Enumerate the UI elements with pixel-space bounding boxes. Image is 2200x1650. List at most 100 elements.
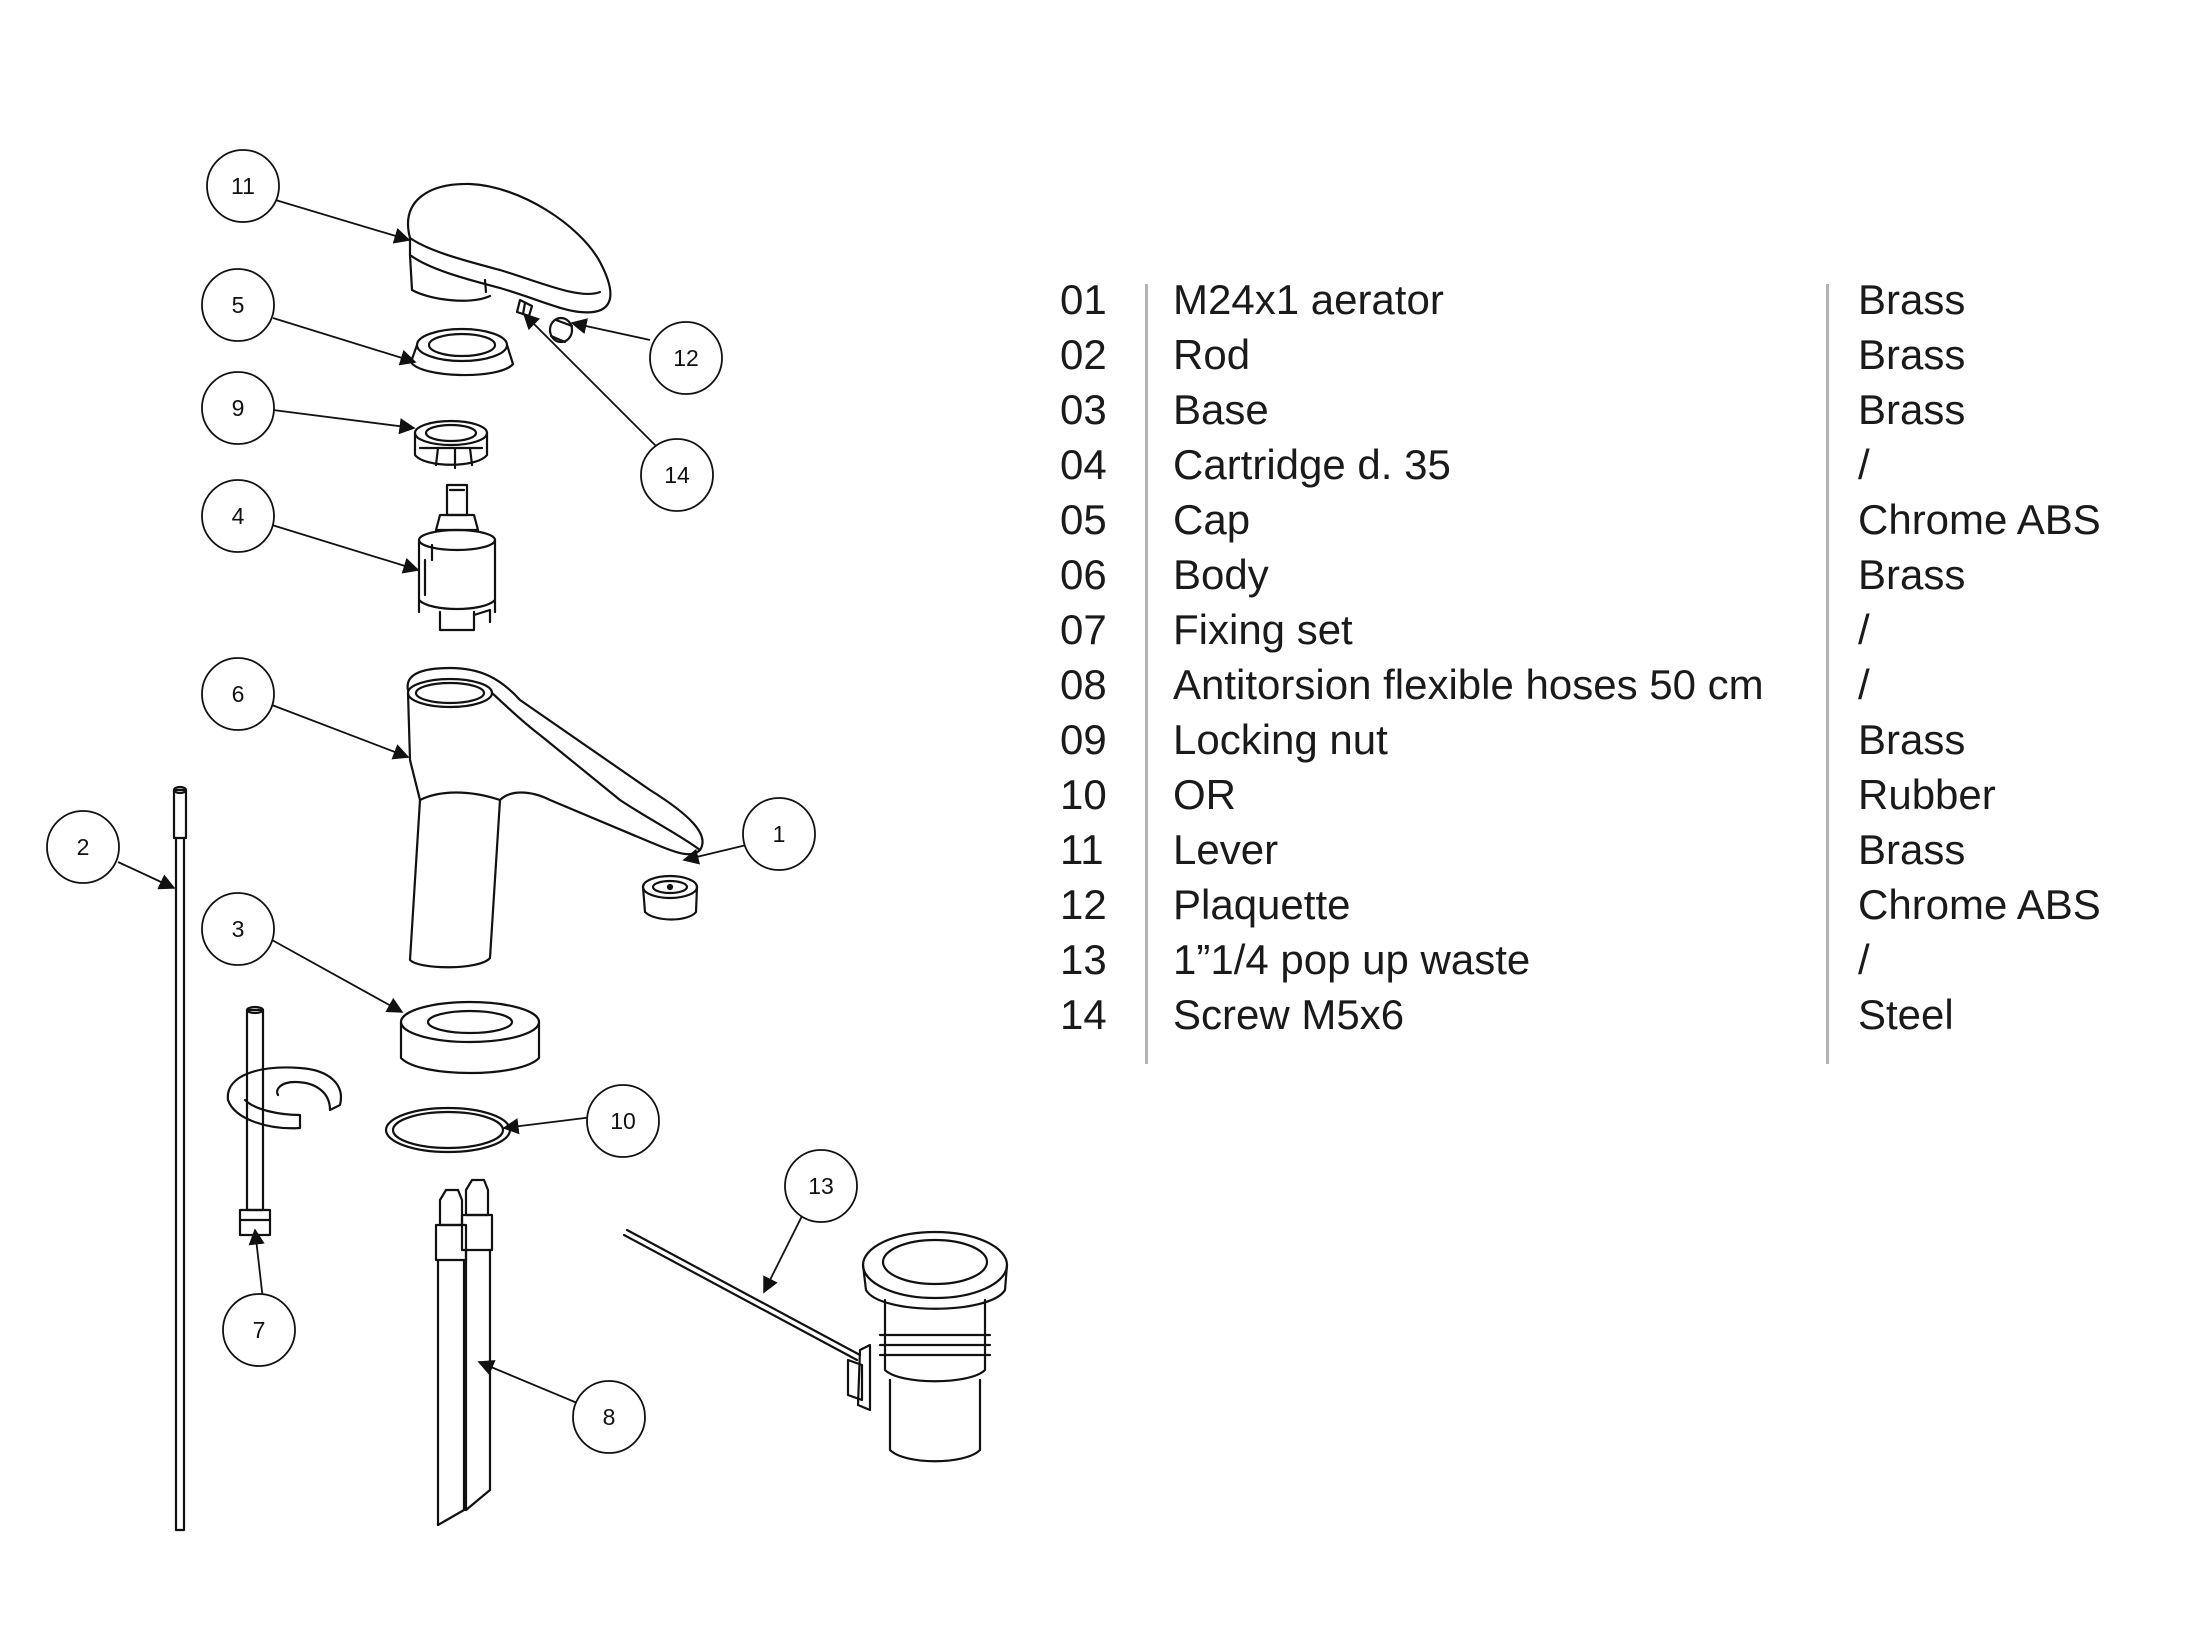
pop-up-waste-part — [622, 1228, 1009, 1463]
part-description: 1”1/4 pop up waste — [1173, 936, 1531, 983]
part-number: 07 — [1060, 606, 1107, 653]
part-number: 06 — [1060, 551, 1107, 598]
callout-14: 14 — [640, 438, 714, 512]
column-divider — [1826, 284, 1829, 1064]
part-row: 12 Plaquette Chrome ABS — [1040, 877, 2170, 932]
part-row: 04 Cartridge d. 35 / — [1040, 437, 2170, 492]
callout-8: 8 — [572, 1380, 646, 1454]
cartridge-part — [417, 483, 497, 632]
callout-13: 13 — [784, 1149, 858, 1223]
part-row: 03 Base Brass — [1040, 382, 2170, 437]
part-material: Chrome ABS — [1858, 881, 2101, 928]
callout-6: 6 — [201, 657, 275, 731]
callout-3: 3 — [201, 892, 275, 966]
svg-text:4: 4 — [232, 503, 245, 529]
part-material: Steel — [1858, 991, 1954, 1038]
part-row: 05 Cap Chrome ABS — [1040, 492, 2170, 547]
part-material: Rubber — [1858, 771, 1996, 818]
part-number: 03 — [1060, 386, 1107, 433]
svg-text:5: 5 — [232, 292, 245, 318]
part-row: 10 OR Rubber — [1040, 767, 2170, 822]
part-description: Body — [1173, 551, 1269, 598]
part-description: Antitorsion flexible hoses 50 cm — [1173, 661, 1764, 708]
part-row: 14 Screw M5x6 Steel — [1040, 987, 2170, 1042]
svg-text:1: 1 — [773, 821, 786, 847]
column-divider — [1145, 284, 1148, 1064]
part-material: Brass — [1858, 331, 1966, 378]
part-description: Cap — [1173, 496, 1251, 543]
part-number: 08 — [1060, 661, 1107, 708]
svg-text:8: 8 — [603, 1404, 616, 1430]
part-row: 11 Lever Brass — [1040, 822, 2170, 877]
part-number: 13 — [1060, 936, 1107, 983]
callout-10: 10 — [586, 1084, 660, 1158]
callout-11: 11 — [206, 149, 280, 223]
part-number: 11 — [1060, 826, 1104, 873]
part-material: / — [1858, 661, 1870, 708]
part-row: 09 Locking nut Brass — [1040, 712, 2170, 767]
hoses-part — [434, 1178, 494, 1527]
callout-9: 9 — [201, 371, 275, 445]
part-description: M24x1 aerator — [1173, 276, 1444, 323]
part-material: Brass — [1858, 551, 1966, 598]
svg-text:10: 10 — [610, 1108, 636, 1134]
part-material: Brass — [1858, 386, 1966, 433]
svg-text:7: 7 — [253, 1317, 266, 1343]
part-description: Base — [1173, 386, 1269, 433]
part-number: 09 — [1060, 716, 1107, 763]
part-description: Rod — [1173, 331, 1251, 378]
part-material: Brass — [1858, 716, 1966, 763]
part-number: 01 — [1060, 276, 1107, 323]
part-row: 07 Fixing set / — [1040, 602, 2170, 657]
svg-text:11: 11 — [231, 173, 255, 199]
part-description: Screw M5x6 — [1173, 991, 1405, 1038]
part-number: 04 — [1060, 441, 1107, 488]
part-number: 10 — [1060, 771, 1107, 818]
callout-12: 12 — [649, 321, 723, 395]
body-part — [406, 666, 704, 969]
part-row: 06 Body Brass — [1040, 547, 2170, 602]
part-row: 13 1”1/4 pop up waste / — [1040, 932, 2170, 987]
plaquette-part — [548, 316, 574, 344]
part-description: Cartridge d. 35 — [1173, 441, 1451, 488]
svg-text:2: 2 — [77, 834, 90, 860]
locking-nut-part — [413, 419, 489, 470]
part-description: Lever — [1173, 826, 1279, 873]
o-ring-part — [384, 1106, 512, 1154]
rod-part — [172, 785, 188, 1532]
part-material: Brass — [1858, 826, 1966, 873]
svg-text:6: 6 — [232, 681, 245, 707]
aerator-part — [641, 874, 699, 921]
callout-2: 2 — [46, 810, 120, 884]
svg-text:9: 9 — [232, 395, 245, 421]
part-description: Fixing set — [1173, 606, 1353, 653]
part-material: / — [1858, 606, 1870, 653]
part-number: 05 — [1060, 496, 1107, 543]
part-material: Brass — [1858, 276, 1966, 323]
callout-1: 1 — [742, 797, 816, 871]
part-number: 14 — [1060, 991, 1107, 1038]
callout-4: 4 — [201, 479, 275, 553]
cap-part — [409, 327, 515, 377]
part-number: 12 — [1060, 881, 1107, 928]
svg-text:14: 14 — [664, 462, 690, 488]
part-description: Locking nut — [1173, 716, 1388, 763]
svg-text:13: 13 — [808, 1173, 834, 1199]
base-part — [399, 1000, 541, 1075]
part-row: 08 Antitorsion flexible hoses 50 cm / — [1040, 657, 2170, 712]
part-number: 02 — [1060, 331, 1107, 378]
callout-5: 5 — [201, 268, 275, 342]
fixing-set-part — [226, 1005, 343, 1237]
part-material: / — [1858, 936, 1870, 983]
part-material: / — [1858, 441, 1870, 488]
svg-text:12: 12 — [673, 345, 699, 371]
part-row: 01 M24x1 aerator Brass — [1040, 272, 2170, 327]
callout-7: 7 — [222, 1293, 296, 1367]
lever-part — [407, 182, 612, 314]
part-description: OR — [1173, 771, 1236, 818]
part-description: Plaquette — [1173, 881, 1351, 928]
part-material: Chrome ABS — [1858, 496, 2101, 543]
svg-text:3: 3 — [232, 916, 245, 942]
